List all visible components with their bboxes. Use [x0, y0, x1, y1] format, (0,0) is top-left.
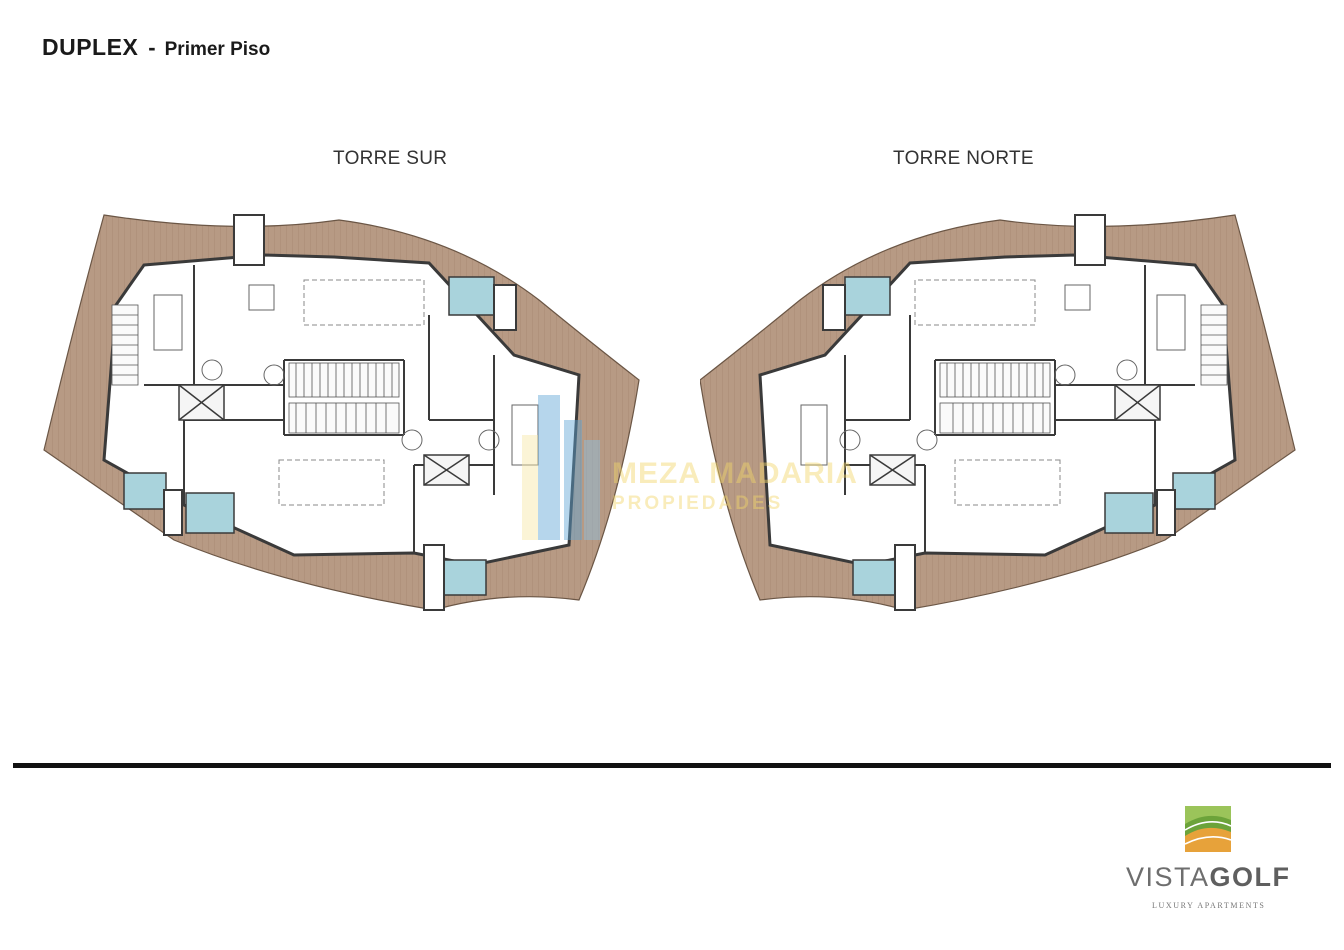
tower-label-norte: TORRE NORTE — [893, 148, 1034, 169]
logo-tagline: LUXURY APARTMENTS — [1152, 901, 1266, 910]
page-title: DUPLEX — [42, 34, 139, 60]
logo-wordmark: VISTAGOLF — [1126, 862, 1291, 893]
floor-plan-torre-sur — [43, 214, 640, 611]
elevator-core — [178, 384, 470, 486]
title-block: DUPLEX - Primer Piso — [42, 34, 270, 61]
tower-label-sur: TORRE SUR — [333, 148, 448, 169]
pools — [844, 276, 1216, 596]
logo-name-light: VISTA — [1126, 862, 1210, 892]
vistagolf-logo: VISTAGOLF LUXURY APARTMENTS — [1124, 800, 1304, 915]
stairs — [111, 304, 400, 434]
stairs — [939, 304, 1228, 434]
golf-flag-logo-icon — [1185, 806, 1231, 852]
floor-plan-torre-norte — [700, 214, 1296, 611]
page-subtitle: Primer Piso — [164, 39, 271, 60]
pools — [123, 276, 495, 596]
section-divider — [13, 763, 1331, 768]
logo-name-bold: GOLF — [1209, 862, 1291, 892]
elevator-core — [869, 384, 1161, 486]
title-separator: - — [148, 35, 156, 60]
